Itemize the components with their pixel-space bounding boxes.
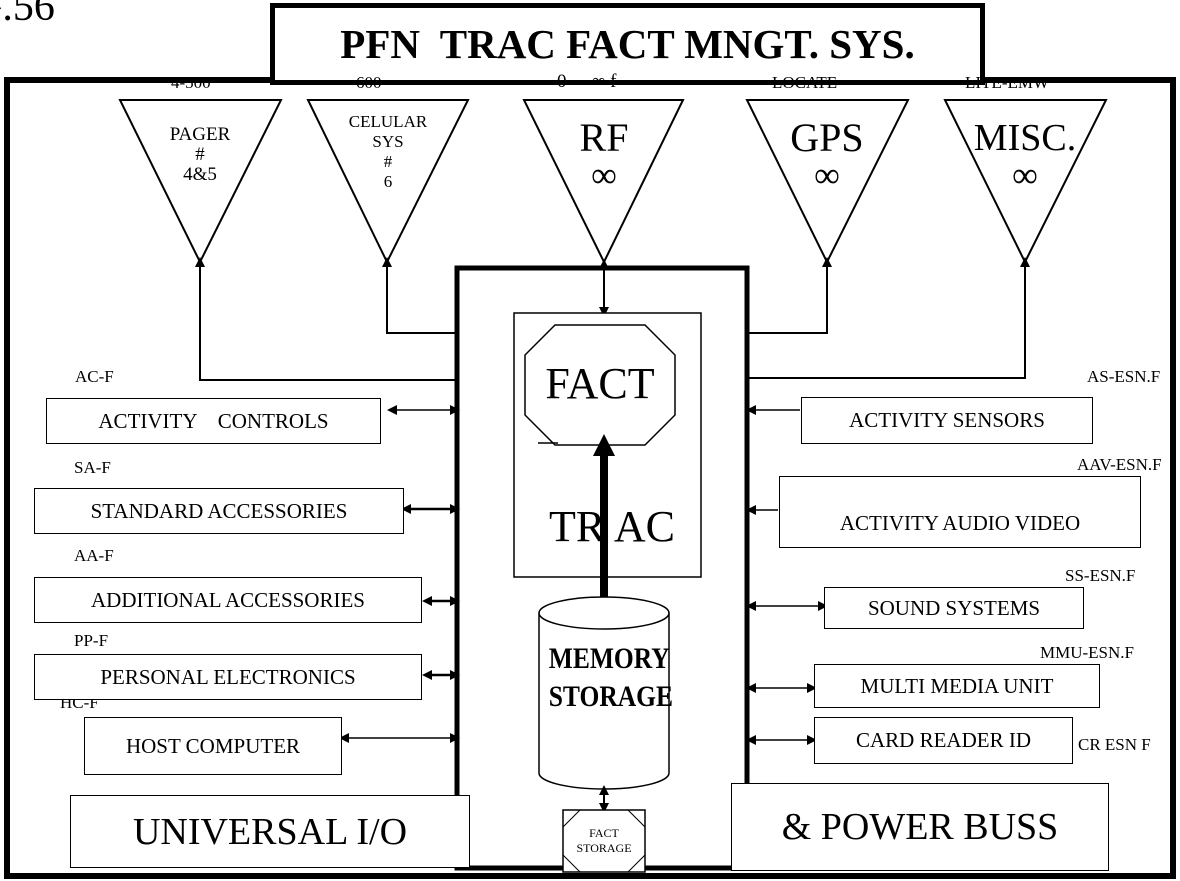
- pager-freq-label: 4-500: [171, 73, 211, 92]
- ss-code: SS-ESN.F: [1065, 566, 1136, 585]
- sound-systems-box: SOUND SYSTEMS: [824, 587, 1084, 629]
- pp-code: PP-F: [74, 631, 109, 650]
- power-buss-box: & POWER BUSS: [731, 783, 1109, 871]
- activity-sensors-box: ACTIVITY SENSORS: [801, 397, 1093, 444]
- card-reader-id-box: CARD READER ID: [814, 717, 1073, 764]
- gps-feed: [747, 257, 832, 334]
- infinity-icon: ∞: [814, 155, 840, 195]
- universal-io-box: UNIVERSAL I/O: [70, 795, 470, 868]
- fact-octagon: [524, 324, 676, 446]
- misc-label: MISC. ∞: [965, 118, 1085, 195]
- pager-label: PAGER # 4&5: [169, 124, 231, 185]
- standard-accessories-box: STANDARD ACCESSORIES: [34, 488, 404, 534]
- misc-feed: [747, 257, 1030, 379]
- activity-controls-box: ACTIVITY CONTROLS: [46, 398, 381, 444]
- gps-antenna: [745, 99, 910, 265]
- fact-label: FACT: [545, 359, 655, 408]
- cellular-antenna: [306, 99, 470, 265]
- multi-media-unit-box: MULTI MEDIA UNIT: [814, 664, 1100, 708]
- cellular-freq-label: 600: [356, 73, 382, 92]
- gps-locate-label: LOCATE: [772, 73, 838, 92]
- aa-code: AA-F: [74, 546, 114, 565]
- as-code: AS-ESN.F: [1087, 367, 1161, 386]
- title-box: PFN TRAC FACT MNGT. SYS.: [270, 3, 985, 85]
- infinity-icon: ∞: [1012, 155, 1038, 195]
- page-title: PFN TRAC FACT MNGT. SYS.: [340, 21, 915, 67]
- trac-label: TR AC: [549, 502, 675, 551]
- ac-code: AC-F: [75, 367, 114, 386]
- rf-antenna: [522, 99, 685, 265]
- host-computer-box: HOST COMPUTER: [84, 717, 342, 775]
- fact-storage-box: [562, 809, 646, 873]
- personal-electronics-box: PERSONAL ELECTRONICS: [34, 654, 422, 700]
- figure-number: G.56: [0, 0, 55, 30]
- fact-storage-label: FACT STORAGE: [576, 826, 632, 855]
- mmu-code: MMU-ESN.F: [1040, 643, 1134, 662]
- aav-code: AAV-ESN.F: [1077, 455, 1162, 474]
- cr-code: CR ESN F: [1078, 735, 1151, 754]
- pager-feed: [195, 257, 457, 381]
- rf-freq-label: 0- ∞ f: [557, 71, 617, 92]
- rf-label: RF ∞: [554, 118, 654, 195]
- cellular-feed: [382, 257, 457, 334]
- additional-accessories-box: ADDITIONAL ACCESSORIES: [34, 577, 422, 623]
- memory-storage-label: MEMORY STORAGE: [548, 642, 673, 713]
- sa-code: SA-F: [74, 458, 111, 477]
- activity-audio-video-box: ACTIVITY AUDIO VIDEO: [779, 476, 1141, 548]
- gps-label: GPS ∞: [772, 118, 882, 195]
- pager-antenna: [118, 99, 283, 265]
- infinity-icon: ∞: [591, 155, 617, 195]
- misc-lite-label: LITE-EMW: [965, 73, 1050, 92]
- misc-antenna: [943, 99, 1108, 265]
- cellular-label: CELULAR SYS # 6: [348, 112, 428, 191]
